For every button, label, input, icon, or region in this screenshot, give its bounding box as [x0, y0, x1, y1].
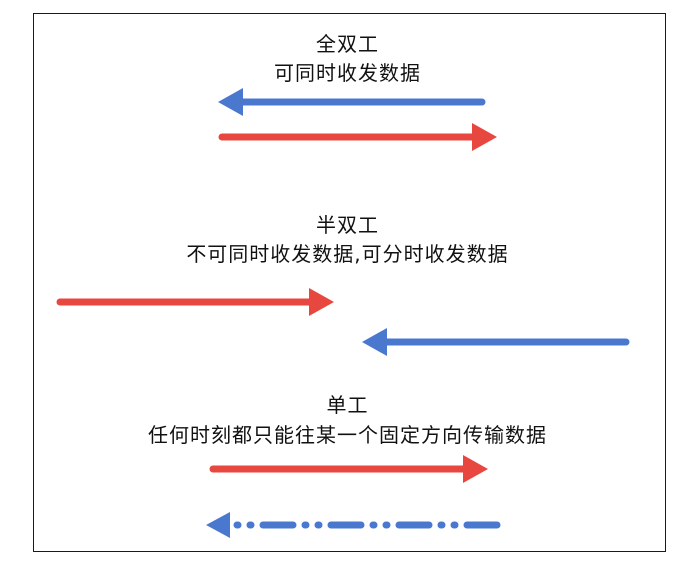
half-duplex-arrow-left-blue	[362, 328, 630, 356]
full-duplex-description: 可同时收发数据	[274, 61, 421, 85]
simplex-arrow-left-blue-dashed	[206, 512, 501, 538]
full-duplex-title: 全双工	[316, 32, 379, 56]
simplex-arrow-right-red	[209, 455, 488, 483]
simplex-description: 任何时刻都只能往某一个固定方向传输数据	[148, 423, 547, 447]
full-duplex-arrow-right-red	[218, 123, 497, 151]
half-duplex-arrow-right-red	[56, 288, 334, 316]
diagram-frame	[33, 13, 666, 552]
simplex-title: 单工	[326, 393, 369, 417]
half-duplex-title: 半双工	[316, 213, 379, 237]
half-duplex-description: 不可同时收发数据,可分时收发数据	[186, 242, 509, 266]
full-duplex-arrow-left-blue	[218, 88, 486, 116]
